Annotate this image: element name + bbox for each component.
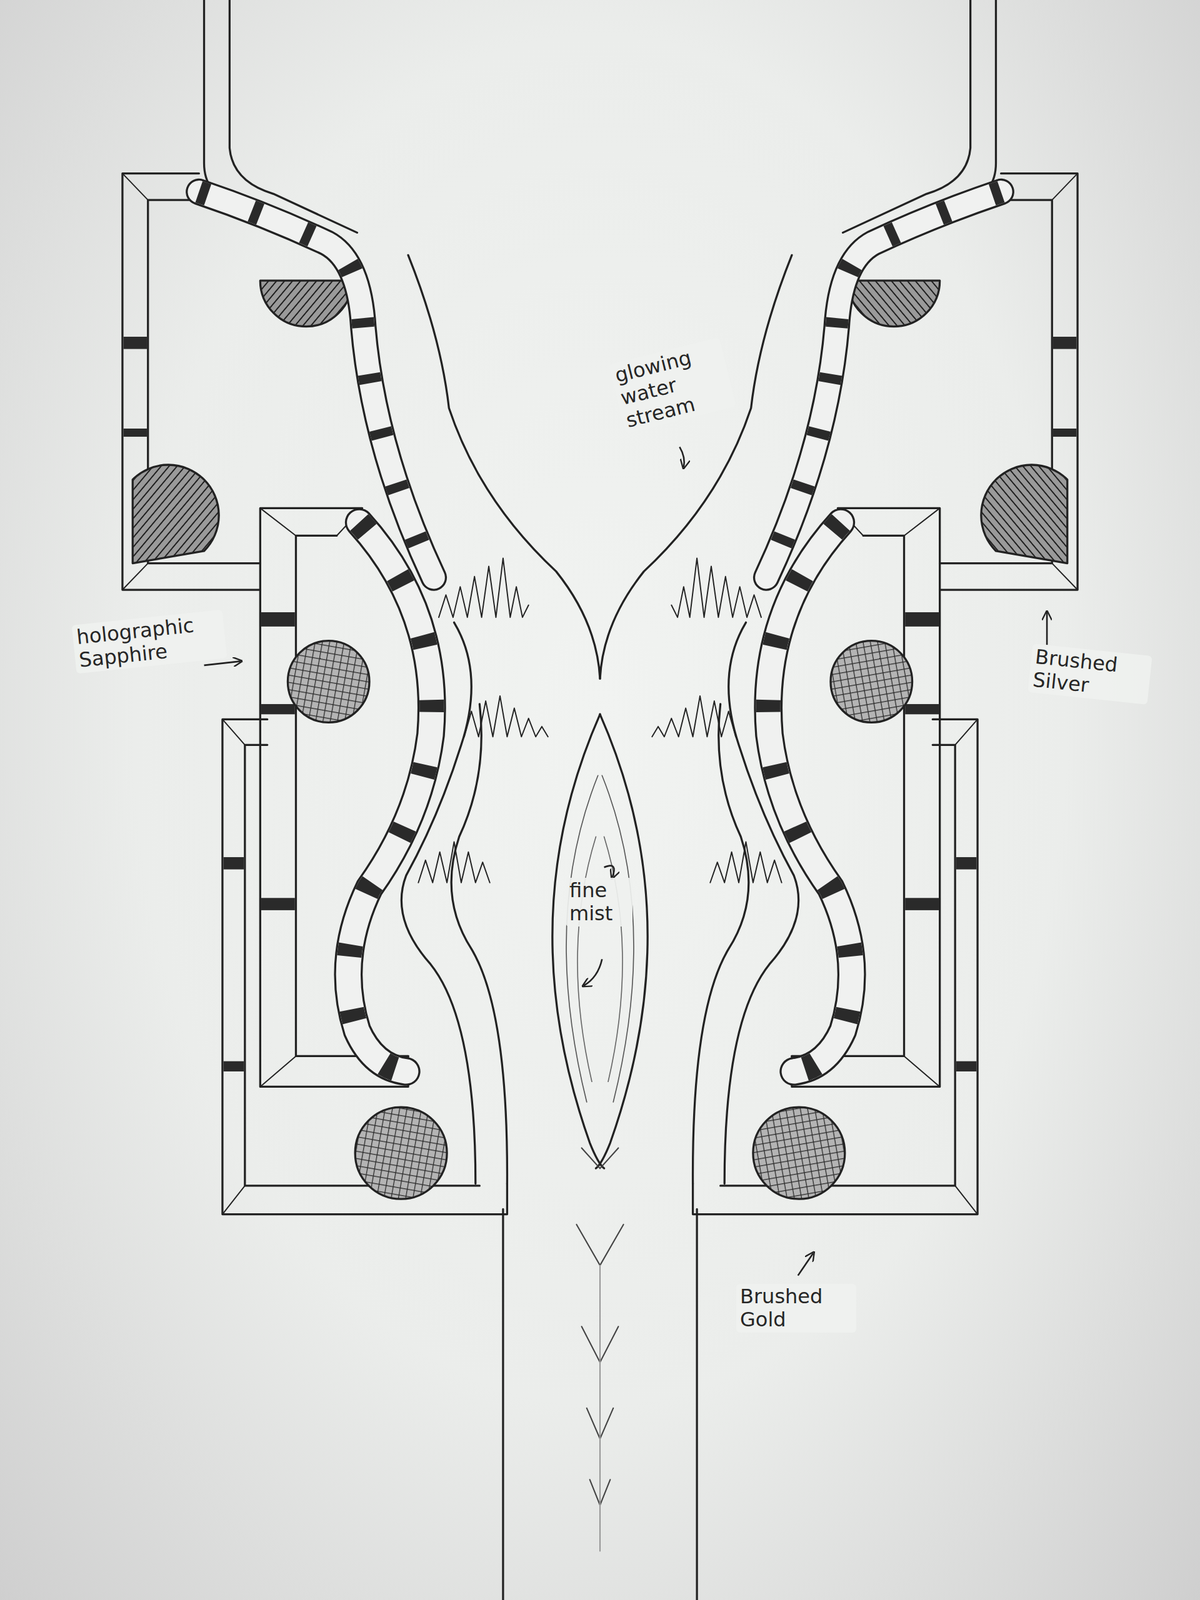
annotation-label: glowing water stream bbox=[608, 337, 737, 435]
annotation-label: holographic Sapphire bbox=[71, 610, 228, 674]
annotation-label: fine mist bbox=[565, 878, 633, 927]
annotation-label: Brushed Silver bbox=[1027, 643, 1152, 705]
annotation-label: Brushed Gold bbox=[736, 1284, 857, 1334]
